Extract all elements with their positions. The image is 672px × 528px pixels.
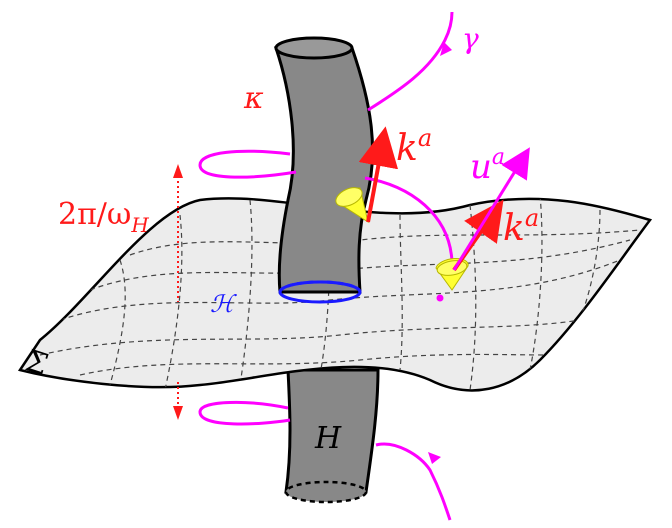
- label-u: ua: [470, 145, 505, 187]
- label-gamma: γ: [462, 22, 479, 55]
- period-arrow: [173, 164, 183, 420]
- horizon-tube-upper: [273, 36, 375, 304]
- lower-orbit-loop: [198, 400, 452, 521]
- killing-vector-k-top: [358, 126, 399, 223]
- label-sigma: Σ: [21, 344, 52, 384]
- label-horizon: H: [314, 421, 342, 456]
- light-cone-left: [335, 187, 369, 224]
- upper-orbit-arrow-icon: [440, 42, 452, 56]
- four-velocity-u: [452, 147, 530, 271]
- observer-point: [436, 294, 444, 302]
- horizon-tube-lower: [284, 368, 380, 504]
- label-kappa: κ: [243, 81, 264, 116]
- label-horizon-section: ℋ: [210, 290, 237, 318]
- upper-orbit-gamma: [198, 11, 454, 263]
- lower-orbit-arrow-icon: [428, 452, 441, 464]
- label-k-right: ka: [503, 204, 539, 249]
- label-period: 2π/ωH: [58, 197, 149, 237]
- label-k-top: ka: [396, 124, 432, 169]
